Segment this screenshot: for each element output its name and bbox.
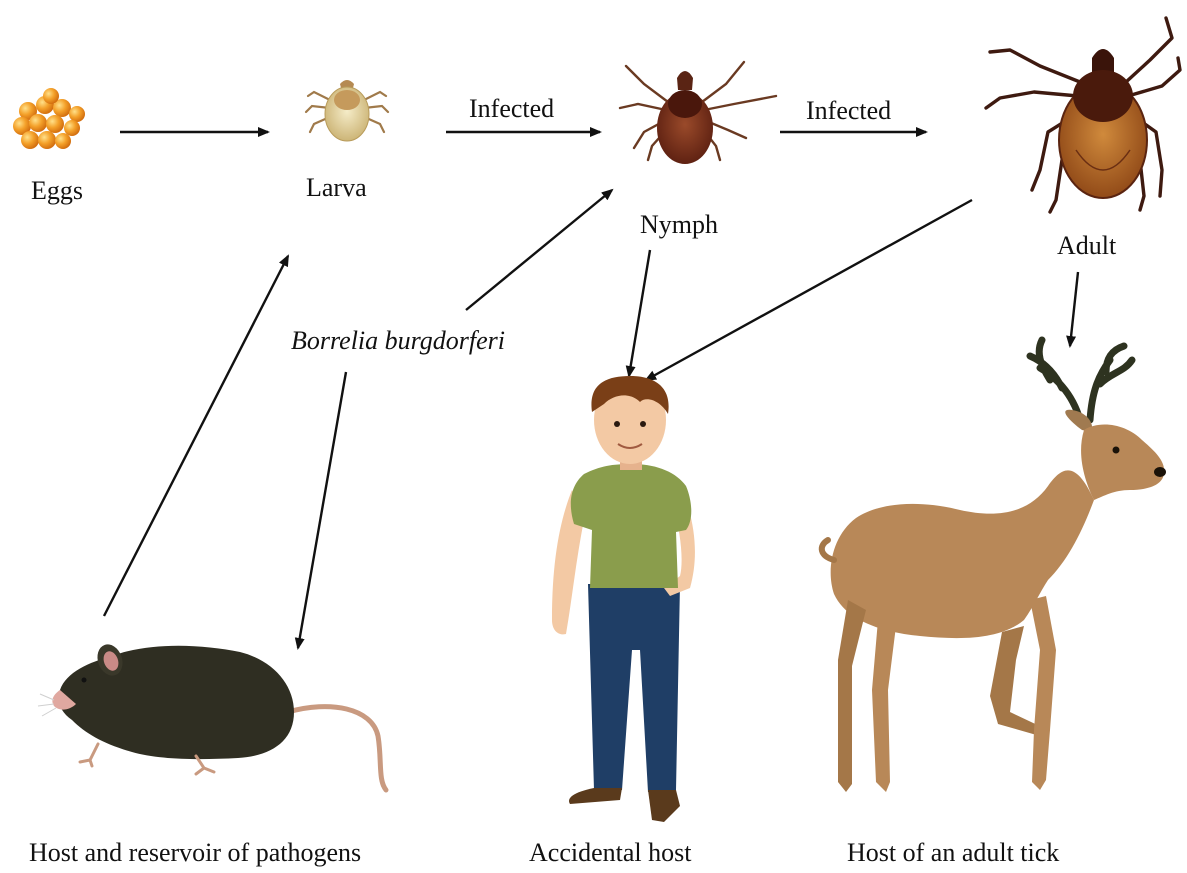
arrow-pathogen-to-nymph: [466, 190, 612, 310]
stage-label-eggs: Eggs: [31, 176, 83, 206]
transition-label-nymph-to-adult: Infected: [806, 96, 891, 126]
stage-label-nymph: Nymph: [640, 210, 718, 240]
stage-label-adult: Adult: [1057, 231, 1116, 261]
arrow-nymph-to-human: [629, 250, 650, 376]
nymph-body: [657, 71, 713, 164]
transition-label-larva-to-nymph: Infected: [469, 94, 554, 124]
rat-icon: [38, 641, 386, 790]
arrow-rodent-to-larva: [104, 256, 288, 616]
eggs-cluster-icon: [13, 88, 85, 149]
host-label-human: Accidental host: [529, 838, 691, 868]
arrow-adult-to-deer: [1070, 272, 1078, 346]
pathogen-label: Borrelia burgdorferi: [291, 326, 505, 356]
host-label-rodent: Host and reservoir of pathogens: [29, 838, 361, 868]
stage-label-larva: Larva: [306, 173, 367, 203]
arrow-pathogen-to-rodent: [298, 372, 346, 648]
human-icon: [552, 376, 695, 822]
larva-body: [325, 80, 369, 141]
adult-body: [1059, 49, 1147, 198]
host-label-deer: Host of an adult tick: [847, 838, 1059, 868]
deer-icon: [822, 340, 1166, 792]
